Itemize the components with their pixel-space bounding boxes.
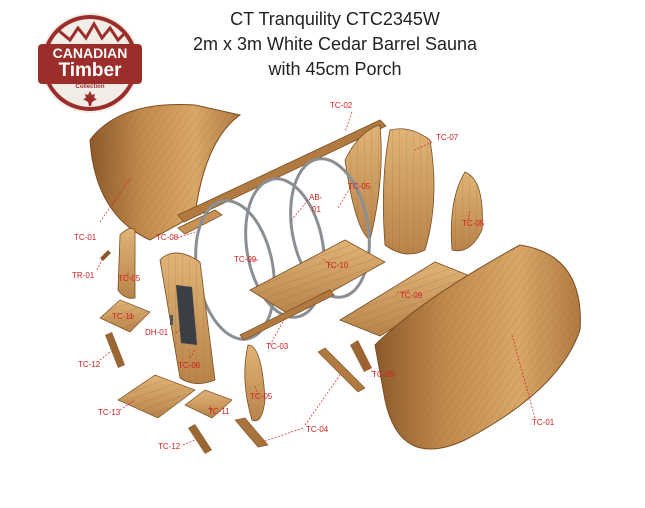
label-tc09-bracket: TC-09 — [372, 370, 395, 379]
label-ab01: AB- — [309, 193, 323, 202]
part-tc06-front-wall — [159, 252, 216, 384]
label-tc01-upper: TC-01 — [74, 233, 97, 242]
part-tc12-lower-bracket — [188, 424, 212, 454]
part-tc10-floor — [249, 239, 386, 316]
door-window — [176, 285, 197, 345]
part-tc05-right-panel — [450, 171, 483, 252]
label-tc12-lower: TC-12 — [158, 442, 181, 451]
title-line-1: CT Tranquility CTC2345W — [230, 9, 440, 29]
tree-line-icon — [57, 20, 128, 43]
part-tc04-brace — [234, 347, 366, 448]
part-tc07-back-wall — [382, 128, 435, 255]
leader-lines — [96, 111, 536, 446]
logo-word-2: Timber — [58, 60, 122, 81]
part-tc03-rails — [239, 289, 335, 341]
company-logo: CANADIAN Timber Collection — [38, 13, 142, 113]
title-line-3: with 45cm Porch — [268, 59, 402, 79]
label-tc05-upper: TC-05 — [348, 182, 371, 191]
label-tc05-lower: TC-05 — [250, 392, 273, 401]
logo-banner — [38, 44, 142, 84]
label-dh01: DH-01 — [145, 328, 169, 337]
part-tc13-deck — [117, 374, 196, 419]
part-tc05-upper-panel — [344, 124, 382, 241]
label-tc05-right: TC-05 — [462, 219, 485, 228]
label-tc04: TC-04 — [306, 425, 329, 434]
part-tr01-trim — [100, 250, 111, 261]
label-tc01-lower: TC-01 — [532, 418, 555, 427]
part-tc09-bracket — [350, 340, 372, 372]
part-tc05-lower-panel — [244, 344, 266, 422]
part-tc01-upper-shell — [89, 103, 242, 241]
maple-leaf-icon — [83, 91, 97, 106]
label-tc07: TC-07 — [436, 133, 459, 142]
part-tc02-beam — [177, 119, 387, 223]
title-line-2: 2m x 3m White Cedar Barrel Sauna — [192, 34, 478, 54]
part-tc05-left-panel — [117, 227, 136, 299]
logo-word-1: CANADIAN — [53, 45, 128, 61]
label-tc13: TC-13 — [98, 408, 121, 417]
part-tc12-upper-bracket — [105, 332, 125, 368]
label-tc08: TC-08 — [156, 233, 179, 242]
label-tc02: TC-02 — [330, 101, 353, 110]
label-tc12-upper: TC-12 — [78, 360, 101, 369]
part-tc11-lower-step — [184, 389, 233, 419]
label-ab01-num: 01 — [312, 205, 321, 214]
label-tc03-lower: TC-03 — [266, 342, 289, 351]
label-tc06: TC-06 — [178, 361, 201, 370]
door-handle-icon — [170, 315, 173, 325]
label-tc11-lower: TC-11 — [208, 407, 230, 416]
part-labels: TC-01 TC-02 TC-07 TC-05 AB- 01 TC-05 TC-… — [72, 101, 555, 451]
label-tc05-left: TC-05 — [118, 274, 141, 283]
part-tc11-upper-step — [99, 299, 151, 333]
logo-word-3: Collection — [75, 84, 104, 90]
label-tc09-bench: TC-09 — [400, 291, 423, 300]
part-tc01-lower-shell — [374, 244, 581, 450]
label-tc10: TC-10 — [326, 261, 349, 270]
label-tr01: TR-01 — [72, 271, 95, 280]
label-tc03-upper: TC-09 — [234, 255, 257, 264]
label-tc11-upper: TC-11 — [112, 312, 134, 321]
